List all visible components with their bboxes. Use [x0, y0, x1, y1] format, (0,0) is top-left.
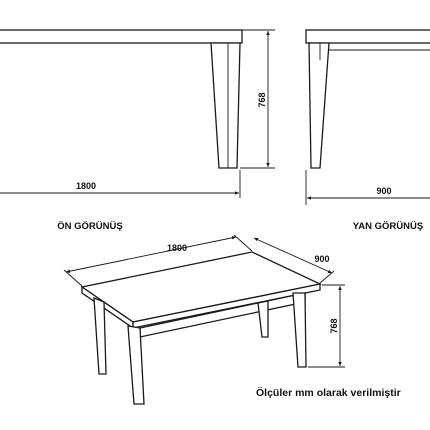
front-width-label: 1800 [76, 181, 96, 191]
perspective-length-dimension-line [65, 236, 237, 273]
perspective-leg-back-right [257, 300, 269, 338]
side-width-label: 900 [376, 186, 391, 196]
front-view-tabletop [0, 29, 243, 44]
perspective-height-label: 768 [329, 318, 339, 333]
side-view-title: YAN GÖRÜNÜŞ [353, 221, 423, 232]
front-view-leg-right [210, 42, 241, 169]
perspective-depth-dimension-line [253, 237, 333, 274]
side-view: 900 YAN GÖRÜNÜŞ [305, 29, 430, 232]
side-view-leg-left [308, 42, 330, 169]
side-view-tabletop [305, 29, 430, 44]
front-view-title: ÖN GÖRÜNÜŞ [57, 221, 122, 232]
front-view: 768 1800 ÖN GÖRÜNÜŞ [0, 29, 275, 232]
units-note: Ölçüler mm olarak verilmiştir [256, 386, 401, 399]
front-height-label: 768 [257, 92, 267, 107]
perspective-leg-back-left [93, 297, 107, 375]
perspective-depth-label: 900 [314, 254, 329, 264]
perspective-view: 1800 900 768 [63, 234, 345, 405]
perspective-length-label: 1800 [167, 243, 187, 253]
perspective-tabletop-side-edge [132, 283, 321, 329]
perspective-leg-front-left [127, 325, 145, 405]
perspective-leg-front-right [292, 292, 307, 368]
